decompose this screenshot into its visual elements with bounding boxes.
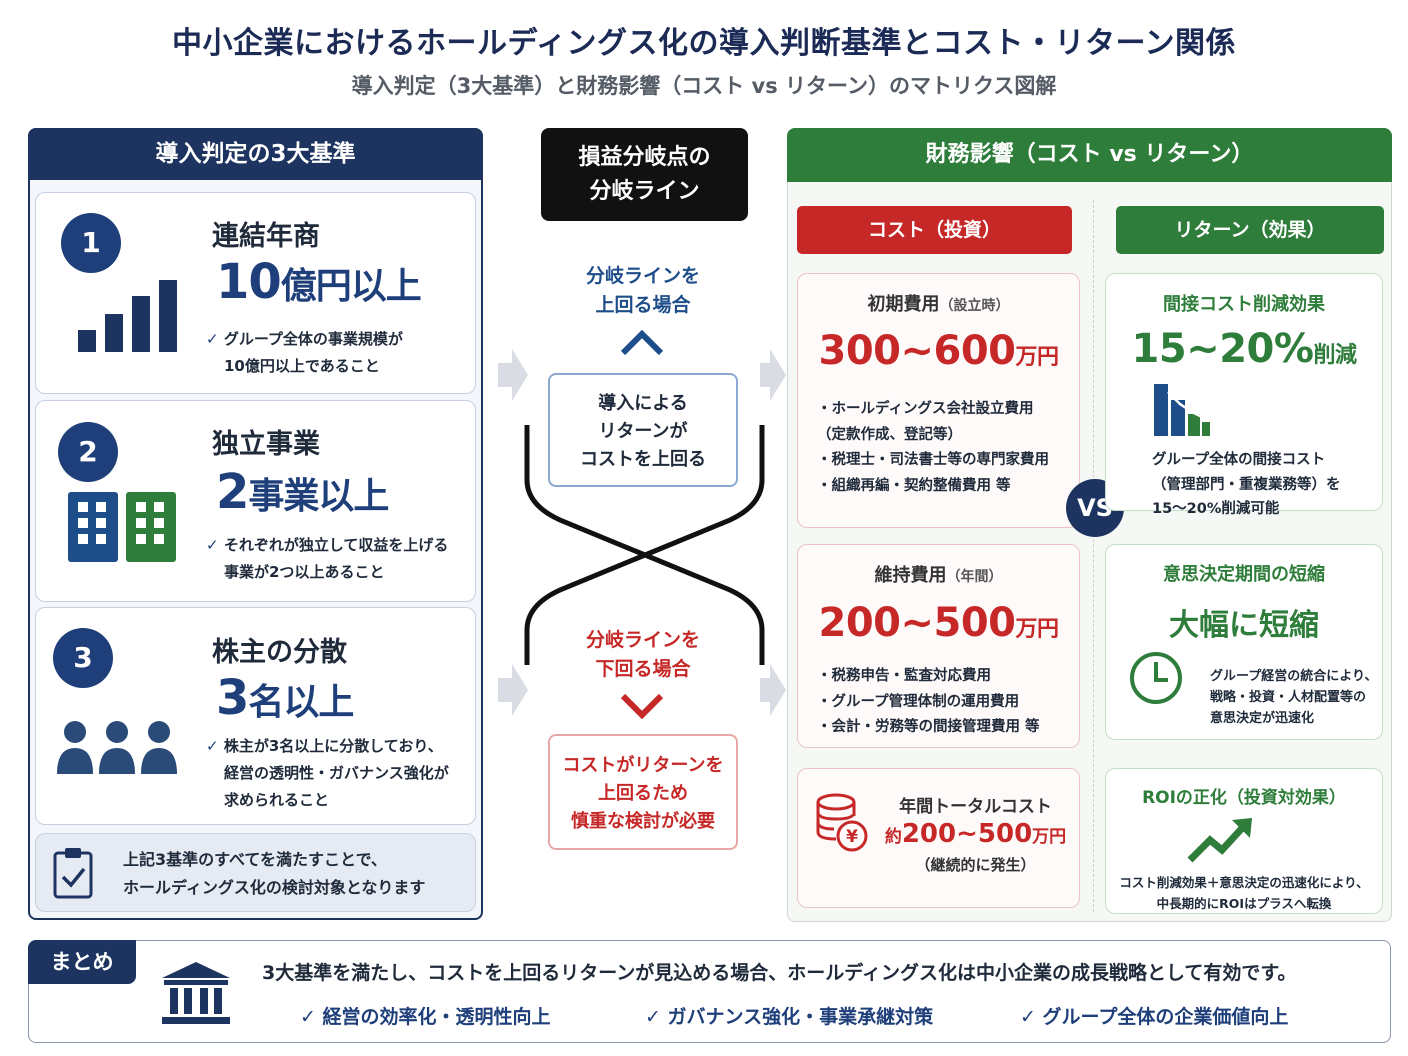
summary-tag: まとめ: [28, 940, 136, 984]
indirect-cost-card: [1105, 273, 1383, 511]
chevron-up-icon: [620, 329, 664, 356]
summary-point-1: ✓ 経営の効率化・透明性向上: [300, 1006, 551, 1028]
above-result-box: 導入による リターンが コストを上回る: [548, 373, 738, 487]
criteria-heading: 導入判定の3大基準: [28, 128, 483, 180]
maintenance-cost-card: [797, 544, 1080, 748]
clock-icon: [1130, 652, 1182, 704]
cost-column-heading: コスト（投資）: [797, 206, 1072, 254]
bar-decline-icon: [1154, 384, 1210, 436]
criterion-number-3: 3: [53, 628, 113, 688]
roi-card: [1105, 768, 1383, 914]
page-title: 中小企業におけるホールディングス化の導入判断基準とコスト・リターン関係: [172, 26, 1236, 61]
arrow-right-icon: [760, 349, 786, 401]
decision-speed-value: 大幅に短縮: [1169, 608, 1319, 643]
summary-main-text: 3大基準を満たし、コストを上回るリターンが見込める場合、ホールディングス化は中小…: [262, 962, 1297, 984]
criterion-desc-3: ✓ 株主が3名以上に分散しており、 経営の透明性・ガバナンス強化が 求められるこ…: [206, 737, 449, 809]
column-divider: [1093, 200, 1095, 912]
indirect-cost-amount: 15~20%削減: [1131, 326, 1357, 372]
people-icon: [57, 721, 177, 774]
criterion-title-1: 連結年商: [212, 221, 320, 252]
initial-cost-amount: 300~600万円: [818, 328, 1059, 374]
maintenance-cost-items: ・税務申告・監査対応費用 ・グループ管理体制の運用費用 ・会計・労務等の間接管理…: [817, 668, 1040, 735]
decision-speed-title: 意思決定期間の短縮: [1163, 564, 1325, 585]
criterion-desc-1: ✓ グループ全体の事業規模が 10億円以上であること: [206, 330, 403, 375]
below-result-box: コストがリターンを 上回るため 慎重な検討が必要: [548, 734, 738, 850]
criterion-title-2: 独立事業: [212, 429, 320, 460]
summary-box: [28, 940, 1391, 1043]
criterion-value-3: 3名以上: [216, 670, 354, 726]
bank-building-icon: [162, 962, 230, 1024]
criterion-number-2: 2: [58, 422, 118, 482]
check-icon: ✓: [206, 737, 219, 755]
criterion-title-3: 株主の分散: [212, 637, 347, 668]
maintenance-cost-amount: 200~500万円: [818, 600, 1059, 646]
initial-cost-items: ・ホールディングス会社設立費用 （定款作成、登記等） ・税理士・司法書士等の専門…: [817, 401, 1049, 494]
initial-cost-card: [797, 273, 1080, 528]
criterion-desc-2: ✓ それぞれが独立して収益を上げる 事業が2つ以上あること: [206, 536, 449, 581]
building-icon: [68, 492, 176, 562]
bar-chart-icon: [78, 280, 177, 352]
page-subtitle: 導入判定（3大基準）と財務影響（コスト vs リターン）のマトリクス図解: [351, 74, 1057, 98]
return-column-heading: リターン（効果）: [1116, 206, 1384, 254]
roi-title: ROIの正化（投資対効果）: [1142, 788, 1346, 808]
clipboard-check-icon: [53, 848, 93, 899]
decision-speed-card: [1105, 544, 1383, 740]
criterion-value-2: 2事業以上: [216, 464, 389, 520]
below-label: 分岐ラインを 下回る場合: [585, 629, 700, 680]
indirect-cost-items: グループ全体の間接コスト （管理部門・重複業務等）を 15～20%削減可能: [1152, 452, 1341, 517]
criterion-number-1: 1: [61, 213, 121, 273]
maintenance-cost-title: 維持費用（年間）: [874, 565, 1003, 586]
breakeven-cross-lines: [524, 425, 765, 665]
chevron-down-icon: [620, 693, 664, 720]
check-icon: ✓: [206, 330, 219, 348]
roi-items: コスト削減効果＋意思決定の迅速化により、 中長期的にROIはプラスへ転換: [1119, 875, 1369, 911]
criteria-note: [35, 833, 476, 912]
criteria-note-text: 上記3基準のすべてを満たすことで、 ホールディングス化の検討対象となります: [123, 850, 426, 897]
arrow-right-icon: [760, 664, 786, 716]
summary-point-3: ✓ グループ全体の企業価値向上: [1020, 1006, 1289, 1028]
coin-yen-icon: ¥: [816, 793, 868, 852]
check-icon: ✓: [206, 536, 219, 554]
total-cost-text: 年間トータルコスト 約200~500万円 （継続的に発生）: [884, 797, 1067, 874]
trend-up-icon: [1187, 818, 1252, 863]
indirect-cost-title: 間接コスト削減効果: [1163, 294, 1325, 315]
financial-heading: 財務影響（コスト vs リターン）: [787, 128, 1392, 182]
total-cost-card: [797, 768, 1080, 908]
above-label: 分岐ラインを 上回る場合: [585, 265, 700, 316]
decision-speed-items: グループ経営の統合により、 戦略・投資・人材配置等の 意思決定が迅速化: [1210, 669, 1378, 726]
svg-text:¥: ¥: [846, 827, 858, 847]
arrow-right-icon: [498, 664, 528, 716]
initial-cost-title: 初期費用（設立時）: [867, 294, 1010, 315]
breakeven-heading: 損益分岐点の 分岐ライン: [541, 128, 748, 221]
criterion-value-1: 10億円以上: [216, 254, 422, 310]
summary-point-2: ✓ ガバナンス強化・事業承継対策: [645, 1006, 934, 1028]
arrow-right-icon: [498, 349, 528, 401]
